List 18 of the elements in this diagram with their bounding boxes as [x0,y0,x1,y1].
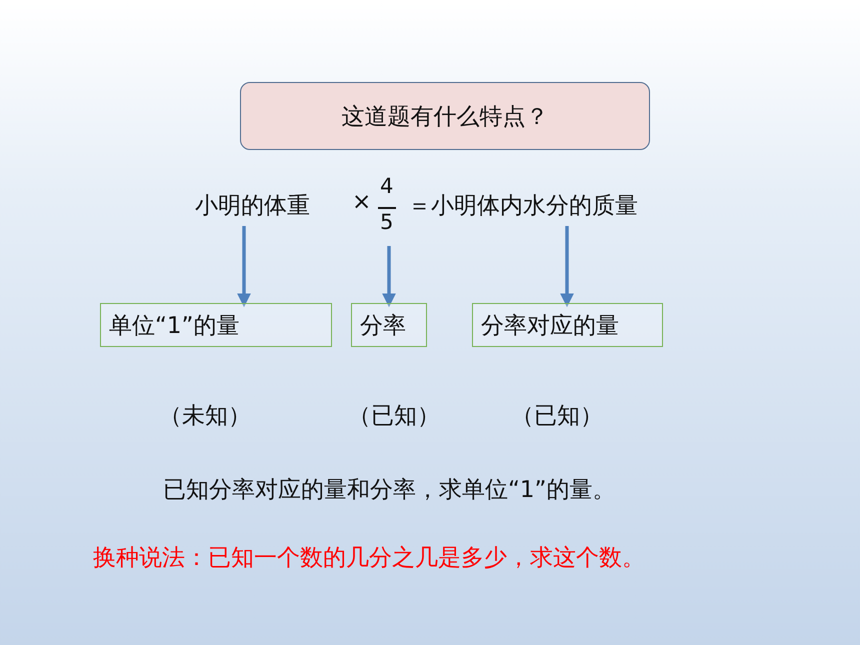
equation-text: 小明的体重 [195,192,310,221]
status-note: （已知） [348,402,440,431]
arrow [237,226,251,308]
conclusion-text: 已知分率对应的量和分率，求单位“1”的量。 [163,476,616,505]
arrow [382,246,396,308]
arrow [560,226,574,308]
equation-text: ＝小明体内水分的质量 [408,192,638,221]
status-note: （未知） [159,402,251,431]
numerator: 4 [380,174,394,198]
quantity-label: 分率对应的量 [481,312,619,340]
question-text: 这道题有什么特点？ [342,102,548,132]
quantity-label: 分率 [360,312,406,340]
status-note: （已知） [511,402,603,431]
rephrased-text: 换种说法：已知一个数的几分之几是多少，求这个数。 [93,544,645,573]
multiply-sign: × [352,189,372,215]
denominator: 5 [380,210,394,234]
quantity-label: 单位“1”的量 [109,312,240,340]
question-box [240,82,650,150]
